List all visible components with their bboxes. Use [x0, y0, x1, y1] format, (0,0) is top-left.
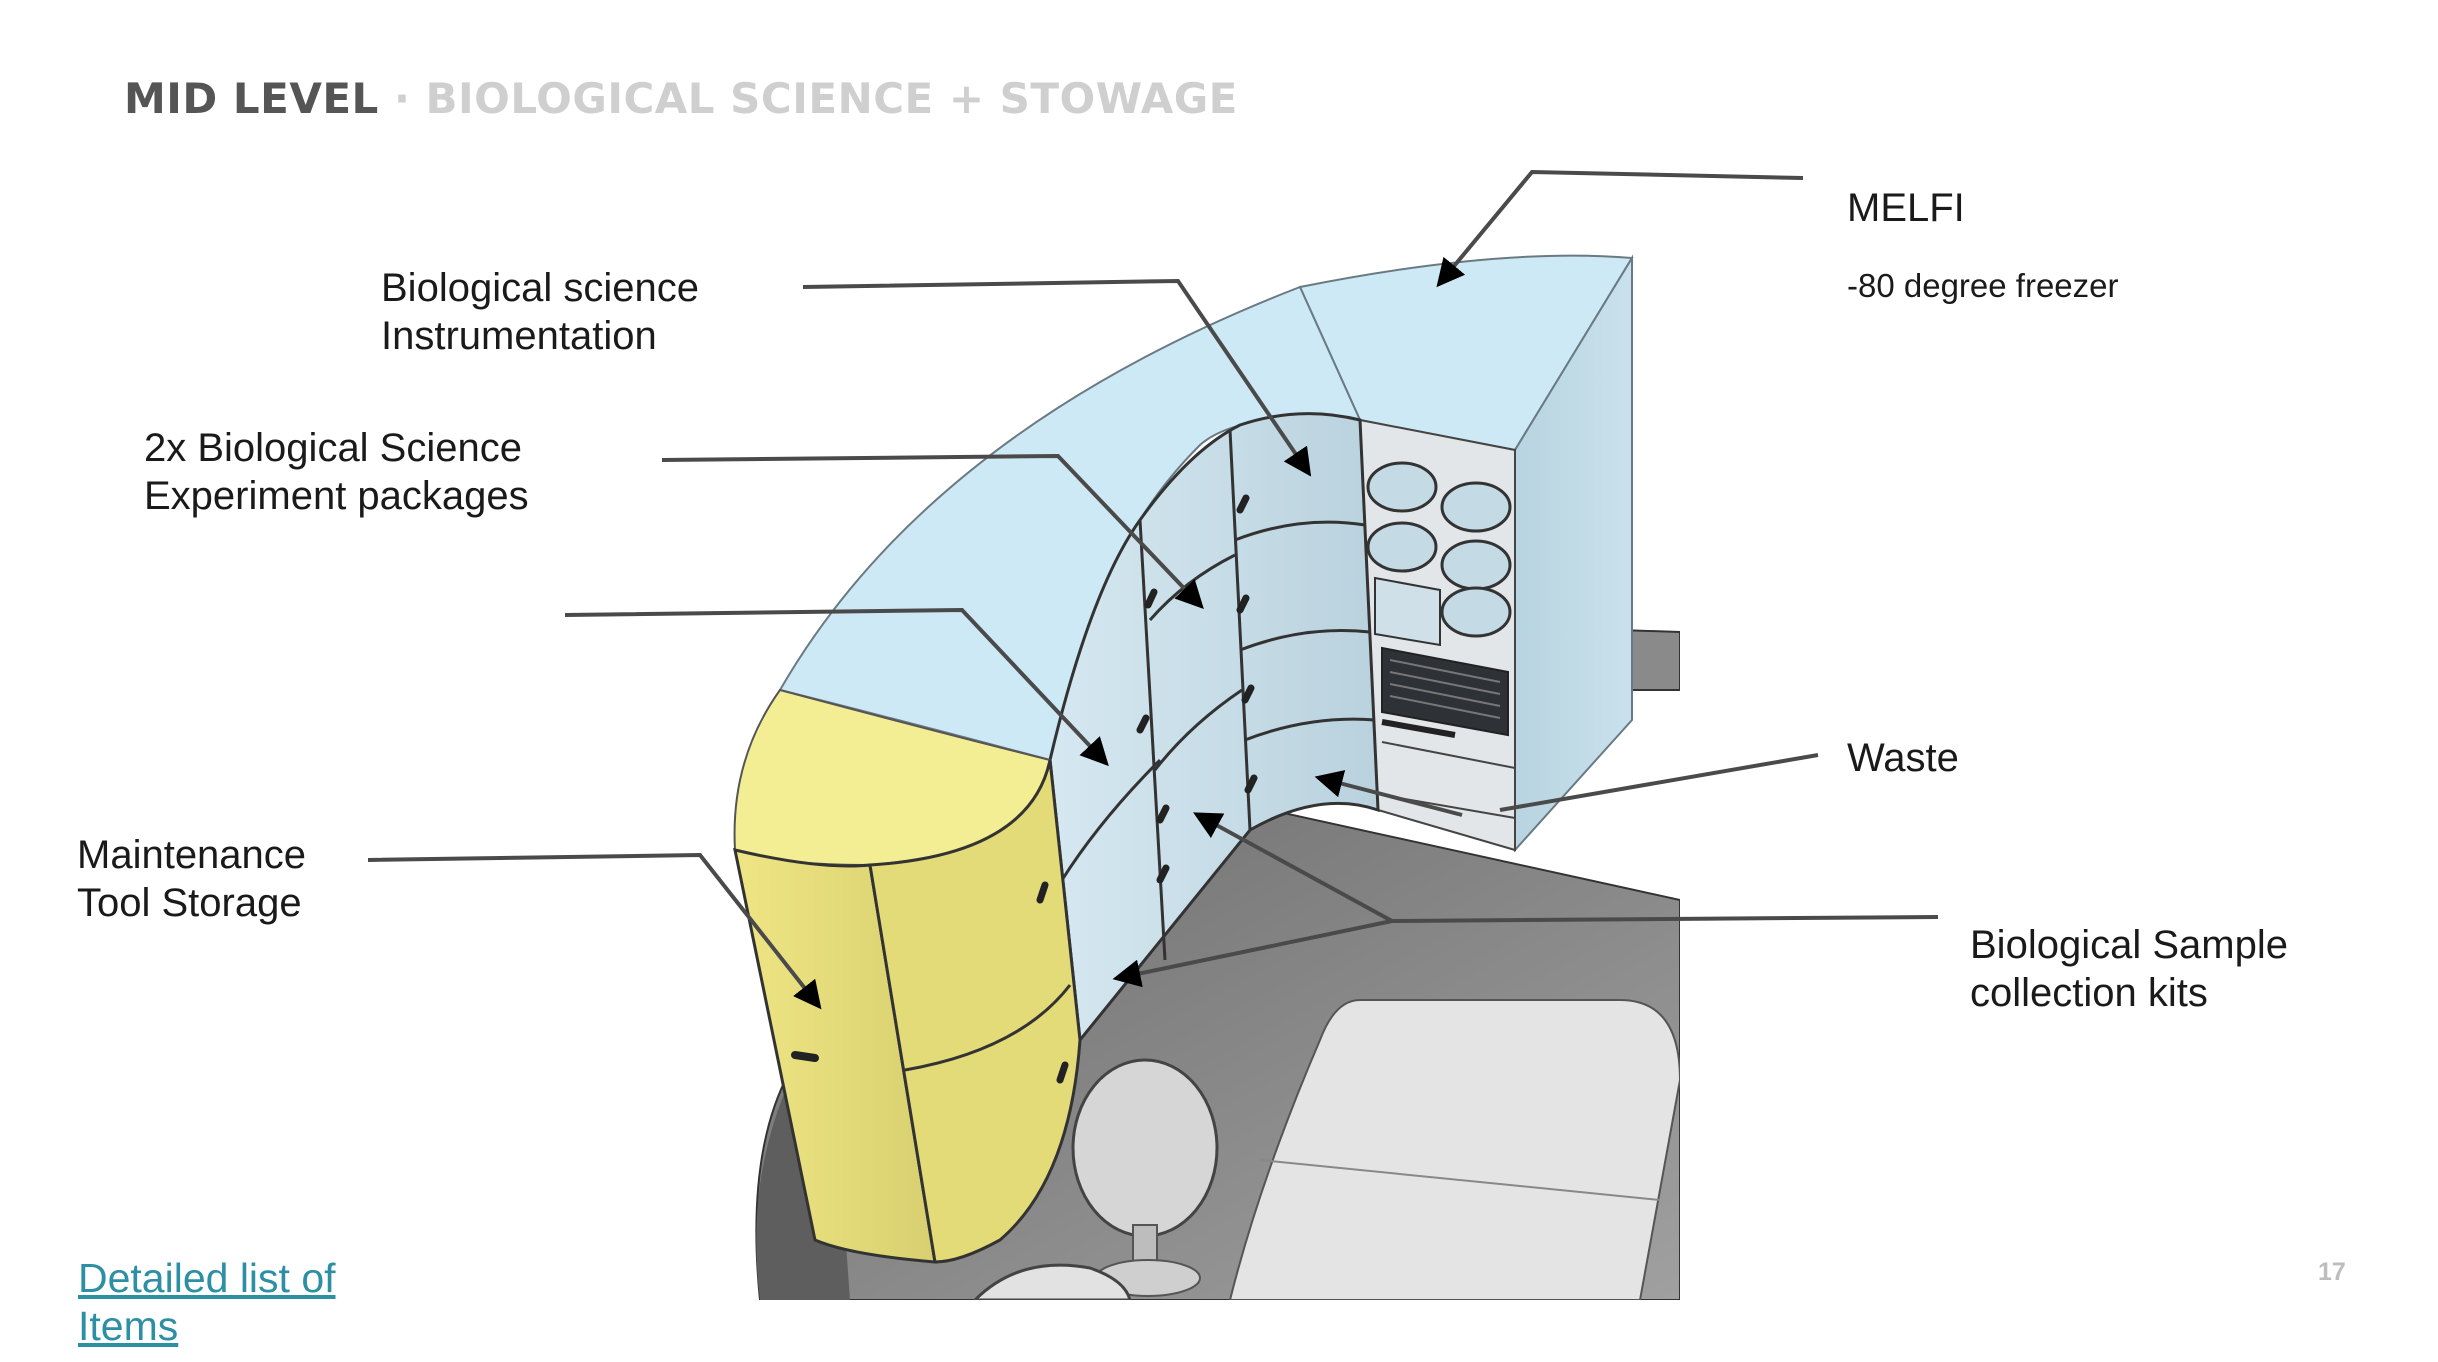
maintenance-tool-cabinet [733, 688, 1082, 1264]
detailed-list-link-line1[interactable]: Detailed list of [78, 1255, 336, 1301]
label-sample-kits: Biological Sample collection kits [1970, 921, 2288, 1017]
label-maintenance-line1: Maintenance [77, 833, 307, 877]
chair [1071, 1058, 1219, 1297]
label-sample-kits-line2: collection kits [1970, 971, 2208, 1015]
title-main: MID LEVEL [124, 74, 379, 123]
maintenance-leader [367, 852, 822, 1010]
title-separator: · [393, 74, 411, 123]
bio-experiment-leader-2 [564, 607, 1109, 767]
label-bio-instrumentation-line2: Instrumentation [381, 314, 657, 358]
melfi-freezer [1358, 418, 1516, 852]
label-maintenance-line2: Tool Storage [77, 881, 302, 925]
bio-instrumentation-leader [802, 278, 1312, 477]
label-melfi-note-text: -80 degree freezer [1847, 267, 2119, 304]
slide-title: MID LEVEL · BIOLOGICAL SCIENCE + STOWAGE [124, 74, 1238, 123]
page-number: 17 [2318, 1258, 2346, 1286]
label-melfi: MELFI [1847, 184, 1965, 232]
label-bio-experiment-line2: Experiment packages [144, 474, 529, 518]
label-sample-kits-line1: Biological Sample [1970, 923, 2288, 967]
label-melfi-note: -80 degree freezer [1847, 262, 2119, 310]
sample-leader [1391, 915, 1939, 923]
detailed-list-link[interactable]: Detailed list of Items [78, 1254, 336, 1350]
sample-arrow-2 [1112, 919, 1393, 988]
label-waste: Waste [1847, 734, 1959, 782]
label-melfi-text: MELFI [1847, 186, 1965, 230]
title-subtitle: BIOLOGICAL SCIENCE + STOWAGE [425, 74, 1238, 123]
leader-lines [367, 169, 1939, 1010]
sample-arrow-1 [1193, 812, 1393, 923]
waste-leader [1499, 753, 1819, 812]
label-bio-experiment-line1: 2x Biological Science [144, 426, 522, 470]
label-waste-text: Waste [1847, 736, 1959, 780]
label-bio-experiment: 2x Biological Science Experiment package… [144, 424, 529, 520]
label-bio-instrumentation: Biological science Instrumentation [381, 264, 699, 360]
waste-arrow [1314, 770, 1463, 817]
detailed-list-link-line2[interactable]: Items [78, 1303, 179, 1349]
melfi-leader [1436, 169, 1804, 288]
bio-experiment-leader [661, 453, 1204, 610]
label-bio-instrumentation-line1: Biological science [381, 266, 699, 310]
label-maintenance: Maintenance Tool Storage [77, 831, 306, 927]
table [1228, 999, 1680, 1300]
